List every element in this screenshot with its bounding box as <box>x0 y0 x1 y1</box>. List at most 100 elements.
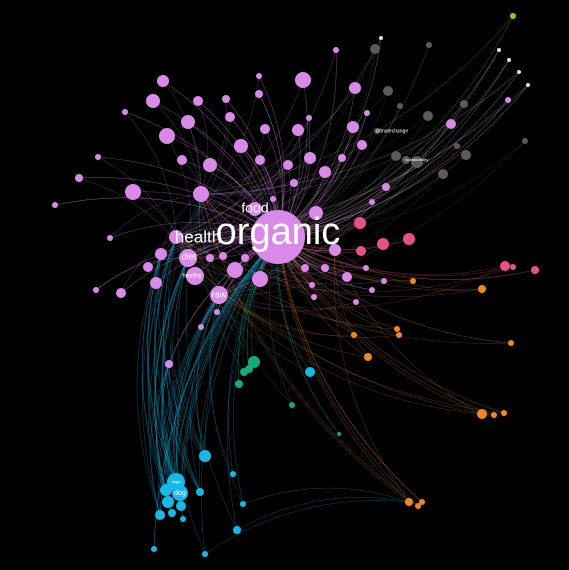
node-a22[interactable] <box>347 121 359 133</box>
node-a8[interactable] <box>157 75 169 87</box>
node-a16[interactable] <box>260 124 270 134</box>
node-a52[interactable] <box>198 324 204 330</box>
node-a7[interactable] <box>146 94 160 108</box>
node-a23[interactable] <box>357 140 367 150</box>
node-healthy[interactable] <box>186 267 204 285</box>
node-g5[interactable] <box>411 156 423 168</box>
node-a34[interactable] <box>116 288 126 298</box>
node-a5[interactable] <box>159 128 175 144</box>
node-o10[interactable] <box>501 410 507 416</box>
node-e5[interactable] <box>289 402 295 408</box>
node-r2[interactable] <box>356 246 366 256</box>
node-w3[interactable] <box>517 70 521 74</box>
node-r6[interactable] <box>510 264 516 270</box>
node-a57[interactable] <box>270 196 276 202</box>
node-a55[interactable] <box>364 110 370 116</box>
node-o6[interactable] <box>351 332 357 338</box>
node-c12[interactable] <box>151 546 157 552</box>
node-a33[interactable] <box>155 248 167 260</box>
node-g10[interactable] <box>374 128 380 134</box>
node-a44[interactable] <box>382 183 390 191</box>
node-a43[interactable] <box>306 115 312 121</box>
node-a45[interactable] <box>369 199 375 205</box>
node-a49[interactable] <box>309 282 315 288</box>
node-a4[interactable] <box>125 184 141 200</box>
node-a13[interactable] <box>349 82 361 94</box>
node-a20[interactable] <box>283 160 293 170</box>
node-o12[interactable] <box>419 499 425 505</box>
node-a29[interactable] <box>301 264 309 272</box>
node-a47[interactable] <box>381 278 387 284</box>
node-a58[interactable] <box>241 254 249 262</box>
node-c5[interactable] <box>162 496 174 508</box>
node-o5[interactable] <box>396 332 402 338</box>
node-g8[interactable] <box>460 100 468 108</box>
node-health[interactable] <box>169 230 183 244</box>
node-r7[interactable] <box>531 266 539 274</box>
node-food[interactable] <box>248 202 262 216</box>
node-a39[interactable] <box>95 154 101 160</box>
node-r4[interactable] <box>403 233 415 245</box>
node-o11[interactable] <box>405 498 413 506</box>
node-a15[interactable] <box>234 139 248 153</box>
node-a51[interactable] <box>353 299 359 305</box>
node-g12[interactable] <box>402 156 410 164</box>
node-a59[interactable] <box>219 252 227 260</box>
node-a1[interactable] <box>193 186 209 202</box>
node-c8[interactable] <box>168 509 176 517</box>
node-a36[interactable] <box>107 235 113 241</box>
node-a27[interactable] <box>342 272 352 282</box>
node-g2[interactable] <box>383 86 393 96</box>
node-w2[interactable] <box>507 58 511 62</box>
node-g7[interactable] <box>438 169 448 179</box>
node-raw[interactable] <box>210 286 228 304</box>
node-dog[interactable] <box>172 485 188 501</box>
node-g4[interactable] <box>391 151 401 161</box>
node-a42[interactable] <box>225 112 235 122</box>
node-g9[interactable] <box>426 42 432 48</box>
node-a31[interactable] <box>150 277 162 289</box>
node-a18[interactable] <box>304 152 316 164</box>
node-o8[interactable] <box>477 409 487 419</box>
node-a48[interactable] <box>369 287 375 293</box>
node-a25[interactable] <box>309 206 323 220</box>
node-a14[interactable] <box>333 47 339 53</box>
node-a62[interactable] <box>446 119 456 129</box>
node-c6[interactable] <box>155 510 165 520</box>
node-w4[interactable] <box>526 83 530 87</box>
node-a50[interactable] <box>311 294 317 300</box>
node-o4[interactable] <box>394 326 400 332</box>
node-c7[interactable] <box>176 501 186 511</box>
node-g11[interactable] <box>397 103 403 109</box>
node-w1[interactable] <box>497 48 501 52</box>
node-a32[interactable] <box>143 262 153 272</box>
node-c4[interactable] <box>160 484 172 496</box>
node-a28[interactable] <box>321 264 329 272</box>
node-e4[interactable] <box>235 380 243 388</box>
node-c13[interactable] <box>202 551 208 557</box>
node-c9[interactable] <box>196 488 204 496</box>
node-a9[interactable] <box>193 96 203 106</box>
node-e6[interactable] <box>337 432 341 436</box>
node-a53[interactable] <box>165 360 173 368</box>
node-a21[interactable] <box>255 155 265 165</box>
node-a26[interactable] <box>329 244 341 256</box>
node-l1[interactable] <box>510 13 516 19</box>
node-a3[interactable] <box>227 262 243 278</box>
node-e3[interactable] <box>240 368 248 376</box>
node-c2[interactable] <box>199 450 211 462</box>
node-c11[interactable] <box>233 526 241 534</box>
node-g6[interactable] <box>461 150 471 160</box>
node-a17[interactable] <box>292 124 304 136</box>
node-a2[interactable] <box>203 158 217 172</box>
node-a24[interactable] <box>338 154 346 162</box>
node-o13[interactable] <box>415 503 421 509</box>
node-e1[interactable] <box>248 356 260 368</box>
node-a61[interactable] <box>505 97 511 103</box>
node-o7[interactable] <box>364 353 372 361</box>
node-a10[interactable] <box>222 95 230 103</box>
node-o1[interactable] <box>410 278 416 284</box>
node-a56[interactable] <box>290 179 298 187</box>
node-diet[interactable] <box>179 249 197 267</box>
